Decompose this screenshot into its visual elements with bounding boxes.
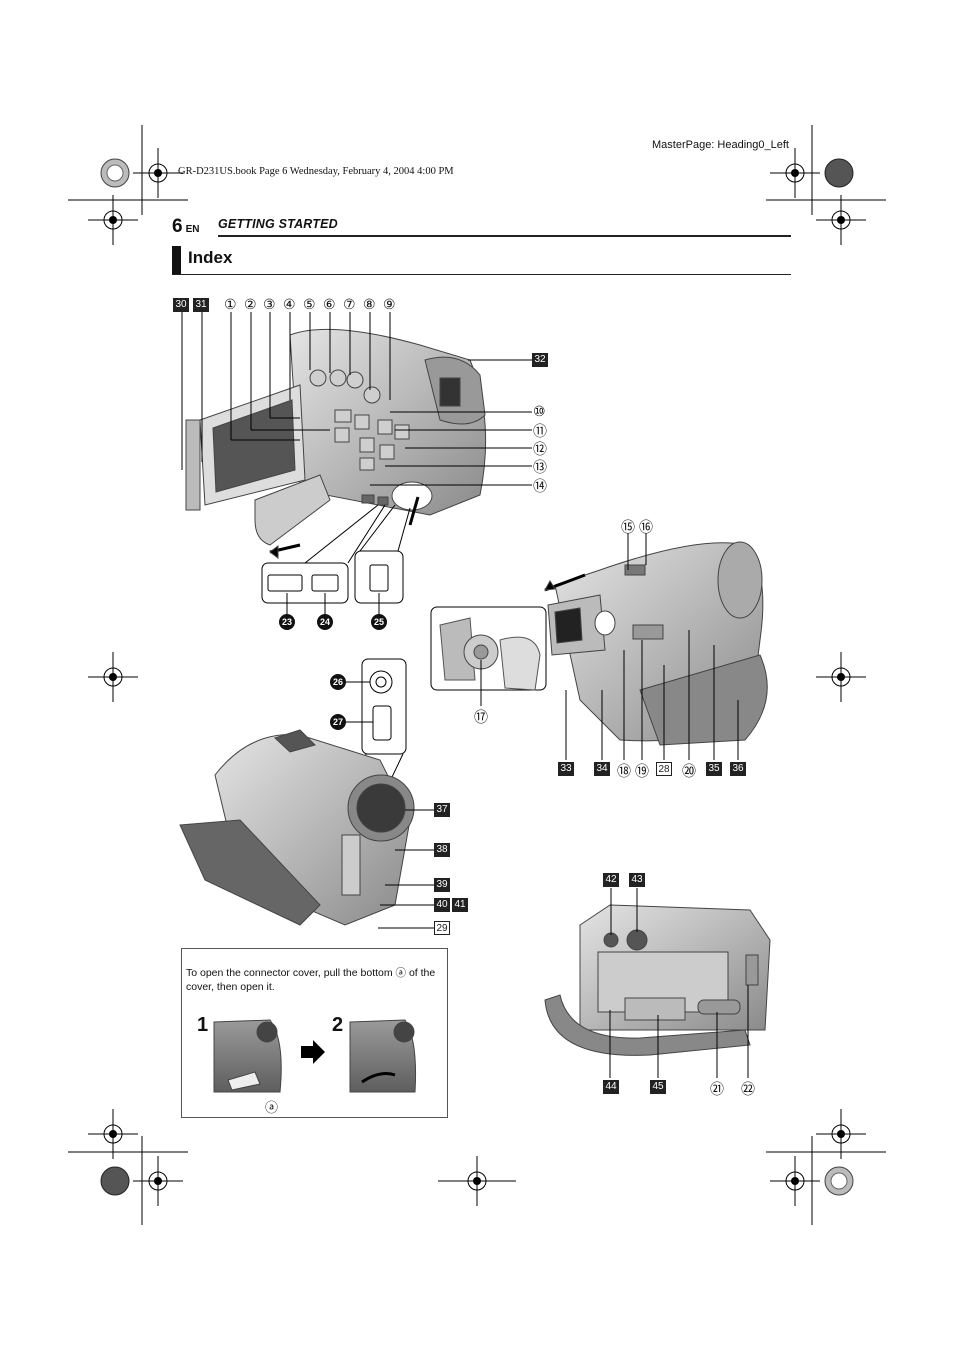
marker-a: ⓐ	[265, 1100, 279, 1115]
label-4: ④	[283, 296, 296, 312]
label-22: ㉒	[741, 1081, 755, 1097]
camcorder-front-view	[179, 729, 415, 926]
book-info: GR-D231US.book Page 6 Wednesday, Februar…	[178, 166, 454, 177]
label-11: ⑪	[533, 423, 547, 439]
master-page-label: MasterPage: Heading0_Left	[652, 139, 789, 151]
label-45: 45	[650, 1080, 666, 1094]
label-38: 38	[434, 843, 450, 857]
page-number-value: 6	[172, 216, 183, 237]
label-20: ⑳	[682, 763, 696, 779]
label-24: 24	[317, 614, 333, 630]
arrow-right-icon	[301, 1040, 325, 1064]
label-3: ③	[263, 296, 276, 312]
label-43: 43	[629, 873, 645, 887]
label-21: ㉑	[710, 1081, 724, 1097]
label-8: ⑧	[363, 296, 376, 312]
dioptre-inset	[430, 606, 547, 691]
label-37: 37	[434, 803, 450, 817]
title-bar	[172, 246, 181, 274]
label-5: ⑤	[303, 296, 316, 312]
label-32: 32	[532, 353, 548, 367]
label-15: ⑮	[621, 519, 635, 535]
page-title: Index	[188, 248, 233, 267]
label-30: 30	[173, 298, 189, 312]
label-10: ⑩	[533, 403, 546, 419]
label-39: 39	[434, 878, 450, 892]
label-33: 33	[558, 762, 574, 776]
label-42: 42	[603, 873, 619, 887]
section-rule	[218, 235, 791, 237]
label-7: ⑦	[343, 296, 356, 312]
connector-cover-callout	[181, 948, 448, 1118]
label-9: ⑨	[383, 296, 396, 312]
label-29: 29	[434, 921, 450, 935]
connector-insets	[261, 504, 411, 604]
camcorder-lcd-view	[185, 328, 487, 559]
label-13: ⑬	[533, 459, 547, 475]
label-41: 41	[452, 898, 468, 912]
label-35: 35	[706, 762, 722, 776]
label-44: 44	[603, 1080, 619, 1094]
label-27: 27	[330, 714, 346, 730]
label-34: 34	[594, 762, 610, 776]
label-2: ②	[244, 296, 257, 312]
step-1-number: 1	[197, 1014, 209, 1036]
step-2-number: 2	[332, 1014, 344, 1036]
label-16: ⑯	[639, 519, 653, 535]
leader-lines	[181, 312, 749, 1078]
label-31: 31	[193, 298, 209, 312]
label-17: ⑰	[474, 709, 488, 725]
label-40: 40	[434, 898, 450, 912]
label-18: ⑱	[617, 763, 631, 779]
label-19: ⑲	[635, 763, 649, 779]
label-23: 23	[279, 614, 295, 630]
label-12: ⑫	[533, 441, 547, 457]
camcorder-side-view	[544, 541, 768, 746]
label-26: 26	[330, 674, 346, 690]
label-28: 28	[656, 762, 672, 776]
label-1: ①	[224, 296, 237, 312]
language-code: EN	[185, 224, 200, 235]
label-6: ⑥	[323, 296, 336, 312]
label-36: 36	[730, 762, 746, 776]
title-rule	[172, 274, 791, 275]
connector-cover-instructions: To open the connector cover, pull the bo…	[186, 967, 436, 993]
label-14: ⑭	[533, 478, 547, 494]
camcorder-bottom-view	[544, 904, 771, 1056]
label-25: 25	[371, 614, 387, 630]
section-heading: GETTING STARTED	[218, 217, 338, 231]
